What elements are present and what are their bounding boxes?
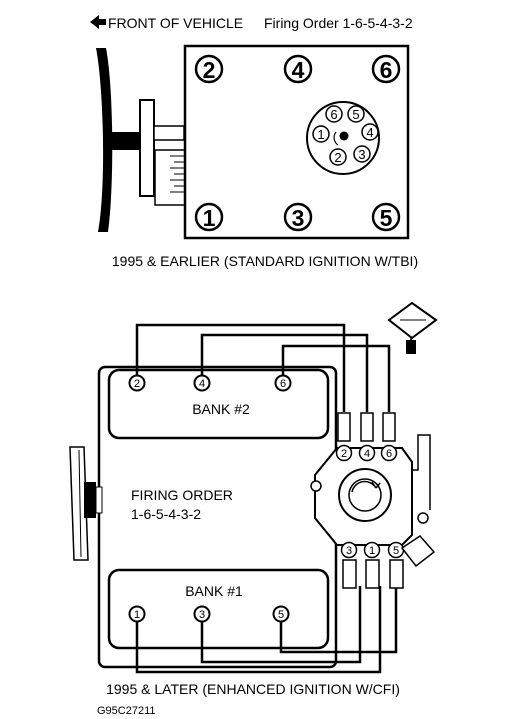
cylinder-2: 2 [194, 54, 224, 84]
rotation-arrow-icon [351, 480, 381, 493]
svg-text:5: 5 [278, 609, 284, 621]
bank-2-valve-cover [107, 368, 330, 440]
svg-text:3: 3 [346, 545, 352, 557]
firing-order-label: Firing Order 1-6-5-4-3-2 [264, 15, 413, 31]
terminal-5: 5 [347, 105, 365, 123]
top-diagram: FRONT OF VEHICLE Firing Order 1-6-5-4-3-… [90, 15, 418, 269]
boot [389, 559, 404, 589]
distributor-cap: 6 5 1 4 2 3 [306, 101, 380, 175]
bottom-diagram: BANK #2 BANK #1 FIRING ORDER 1-6-5-4-3-2… [69, 301, 438, 697]
svg-text:1: 1 [369, 545, 375, 557]
coil-terminal-5: 5 [387, 541, 405, 559]
coil-terminal-1: 1 [363, 541, 381, 559]
svg-text:3: 3 [292, 205, 305, 231]
terminal-1: 1 [312, 125, 330, 143]
figure-code: G95C27211 [97, 705, 156, 717]
svg-text:4: 4 [292, 57, 305, 83]
front-of-vehicle-label: FRONT OF VEHICLE [108, 15, 243, 31]
bank-2-label: BANK #2 [192, 401, 250, 417]
bank2-plug-6: 6 [274, 374, 292, 392]
svg-text:2: 2 [134, 378, 140, 390]
bottom-caption: 1995 & LATER (ENHANCED IGNITION W/CFI) [106, 681, 400, 697]
boot [337, 412, 351, 442]
cylinder-4: 4 [283, 54, 313, 84]
bank2-plug-4: 4 [193, 374, 211, 392]
fan-icon [69, 446, 103, 561]
bank-1-valve-cover [107, 568, 330, 650]
svg-text:4: 4 [199, 378, 205, 390]
boot [342, 559, 357, 589]
coil-terminal-4: 4 [358, 444, 376, 462]
rotor [348, 478, 382, 512]
svg-text:6: 6 [380, 57, 393, 83]
firing-order-heading: FIRING ORDER [131, 487, 233, 503]
bank1-plug-3: 3 [193, 605, 211, 623]
fan-hub [104, 132, 144, 150]
boot [382, 412, 396, 442]
boot [360, 412, 374, 442]
cylinder-3: 3 [283, 202, 313, 232]
terminal-3: 3 [353, 145, 371, 163]
svg-text:4: 4 [364, 448, 370, 460]
svg-text:5: 5 [380, 205, 393, 231]
svg-text:6: 6 [280, 378, 286, 390]
svg-text:3: 3 [199, 609, 205, 621]
svg-text:4: 4 [366, 125, 373, 140]
top-caption: 1995 & EARLIER (STANDARD IGNITION W/TBI) [112, 253, 418, 269]
harmonic-balancer [154, 149, 186, 206]
svg-text:3: 3 [358, 147, 365, 162]
svg-text:2: 2 [203, 57, 216, 83]
terminal-2: 2 [329, 148, 347, 166]
front-arrow-icon [90, 15, 106, 29]
connector-icon [400, 535, 436, 568]
bank1-plug-1: 1 [128, 605, 146, 623]
bank2-plug-2: 2 [128, 374, 146, 392]
pulley [139, 99, 155, 197]
boot [365, 559, 380, 589]
svg-text:1: 1 [203, 205, 216, 231]
svg-text:2: 2 [334, 150, 341, 165]
terminal-6: 6 [325, 105, 343, 123]
svg-text:2: 2 [341, 448, 347, 460]
rotation-arrow-icon [333, 131, 339, 146]
plug-wires [135, 323, 398, 674]
svg-text:1: 1 [317, 127, 324, 142]
firing-order-sequence: 1-6-5-4-3-2 [131, 506, 201, 522]
cylinder-5: 5 [371, 202, 401, 232]
svg-text:6: 6 [386, 448, 392, 460]
svg-text:6: 6 [330, 107, 337, 122]
mount-bolt [310, 480, 322, 492]
terminal-4: 4 [361, 123, 379, 141]
mount-bolt [417, 512, 429, 524]
bank-1-label: BANK #1 [185, 583, 243, 599]
harness-wire [412, 434, 431, 510]
connector-plug-icon [387, 301, 438, 354]
svg-text:5: 5 [393, 545, 399, 557]
pulley-shaft [153, 125, 185, 141]
bank1-plug-5: 5 [272, 605, 290, 623]
svg-text:5: 5 [352, 107, 359, 122]
cylinder-1: 1 [194, 202, 224, 232]
coil-terminal-2: 2 [335, 444, 353, 462]
coil-terminal-6: 6 [380, 444, 398, 462]
cylinder-6: 6 [371, 54, 401, 84]
coil-terminal-3: 3 [340, 541, 358, 559]
svg-text:1: 1 [134, 609, 140, 621]
